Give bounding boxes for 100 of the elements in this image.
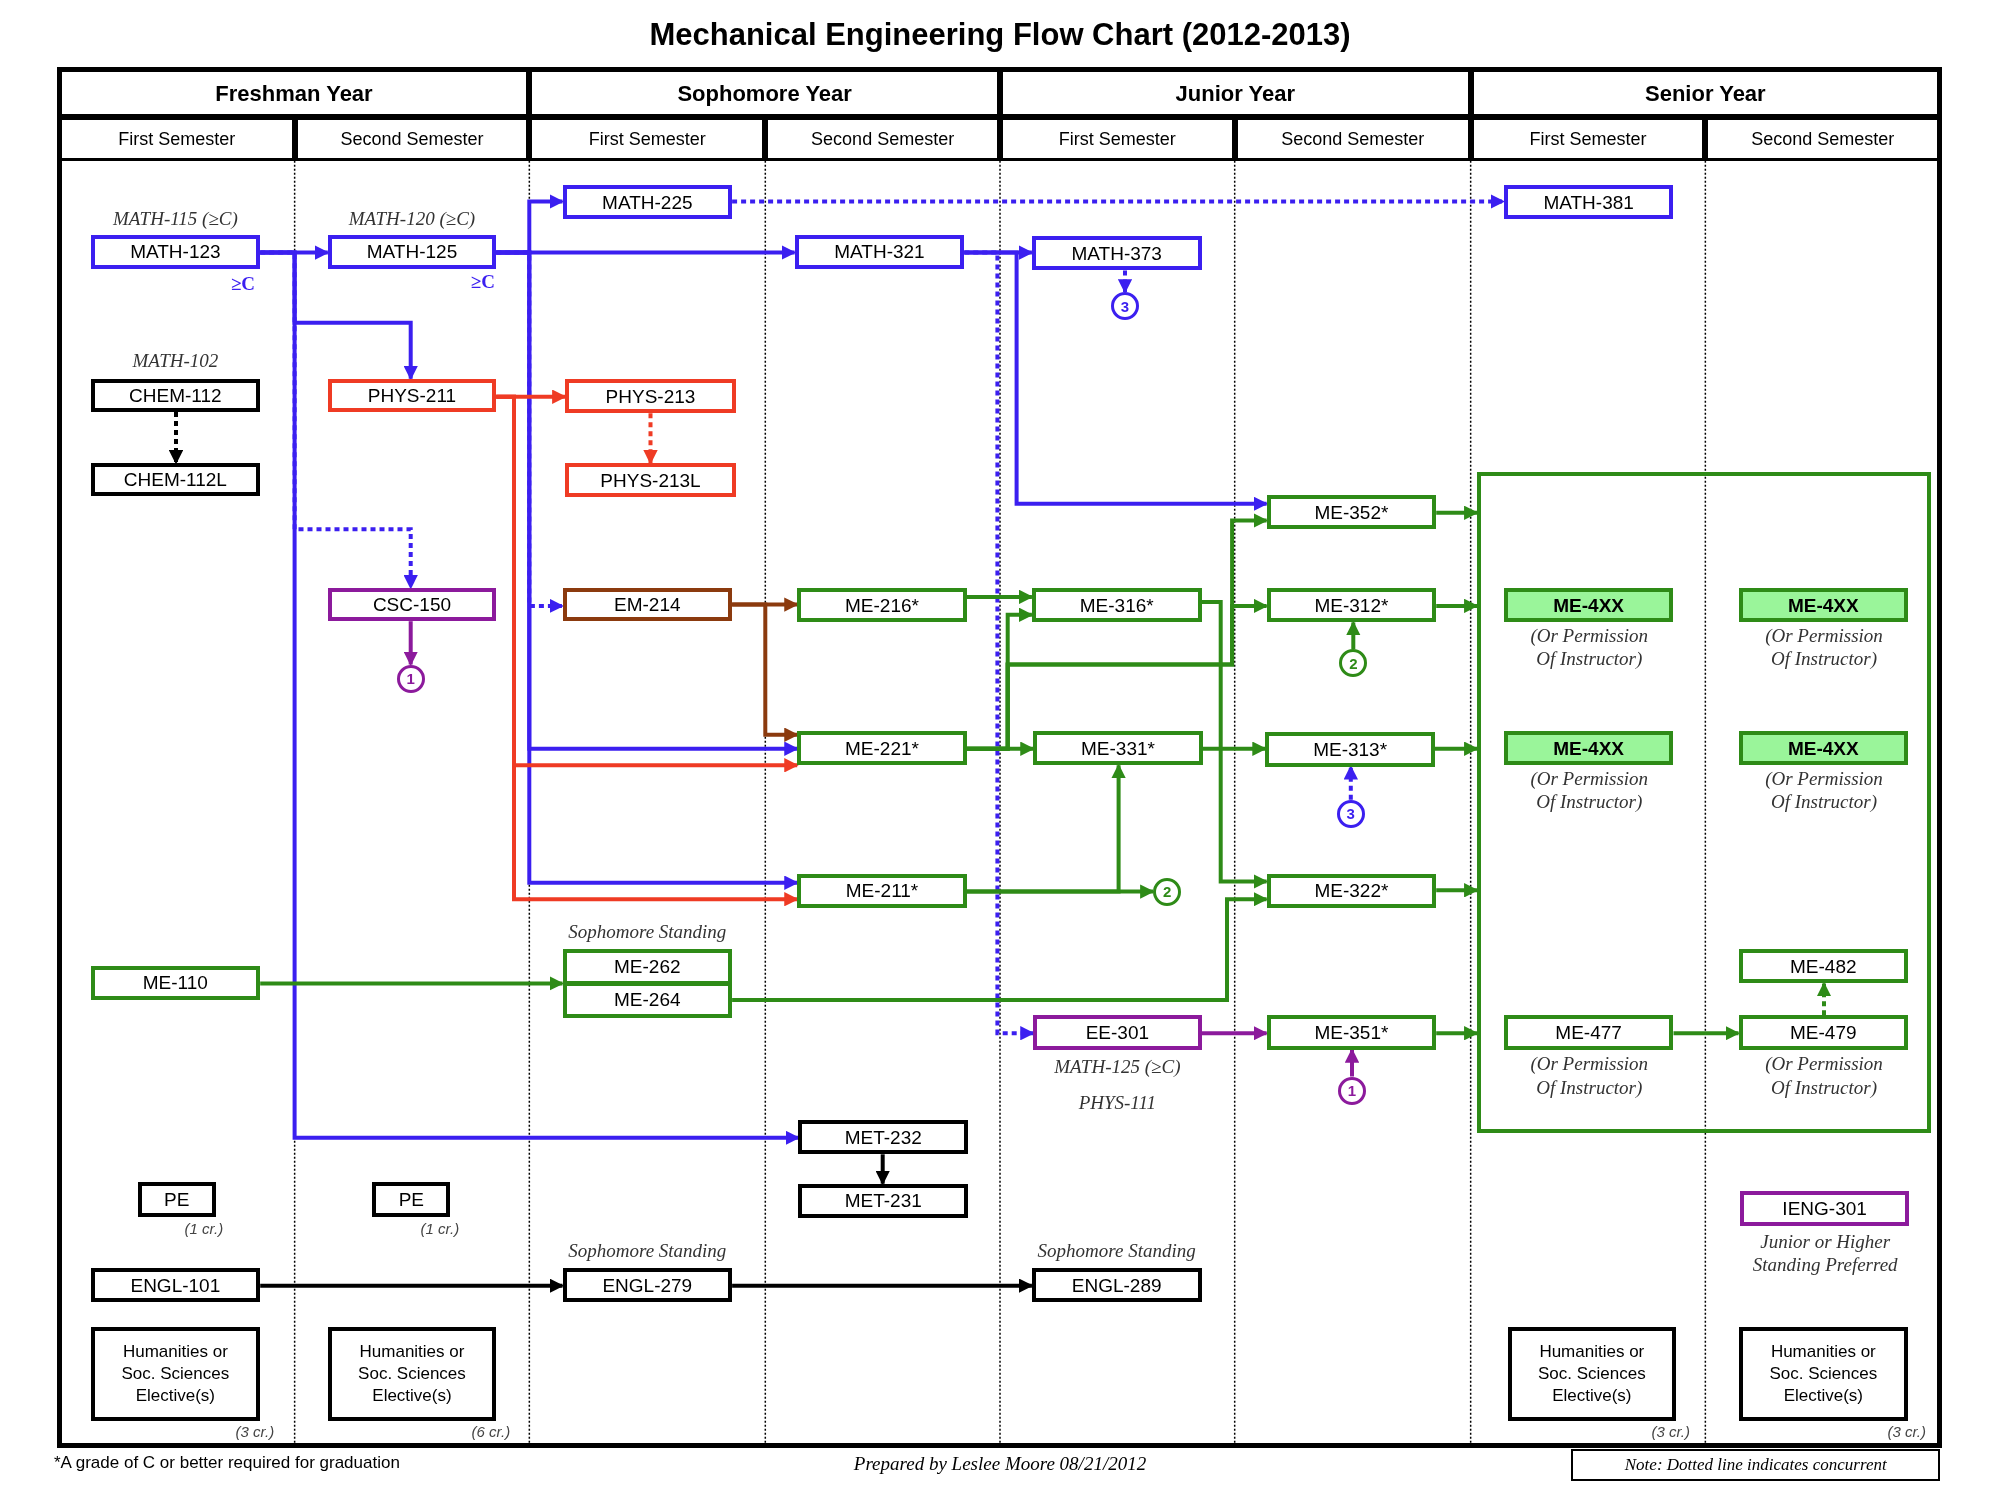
course-box: MATH-381: [1503, 184, 1674, 220]
course-box: EE-301: [1033, 1015, 1202, 1050]
course-box: ME-110: [90, 965, 261, 1000]
note-box: Note: Dotted line indicates concurrent: [1571, 1448, 1941, 1481]
course-note: Junior or Higher Standing Preferred: [1751, 1229, 1899, 1278]
course-note: Sophomore Standing: [567, 919, 728, 944]
course-box: PE: [372, 1182, 451, 1217]
elective-course-box: ME-4XX: [1503, 588, 1674, 623]
arrow: [1202, 741, 1267, 756]
elective-box: Humanities or Soc. Sciences Elective(s): [327, 1326, 497, 1421]
credit-note: (3 cr.): [234, 1421, 275, 1442]
course-box: MATH-373: [1031, 235, 1202, 271]
elective-box: Humanities or Soc. Sciences Elective(s): [1507, 1326, 1676, 1421]
course-note: PHYS-111: [1077, 1090, 1158, 1115]
arrow: [1117, 270, 1133, 294]
arrow: [964, 250, 1035, 1041]
course-note: (Or Permission Of Instructor): [1764, 766, 1884, 815]
course-box: ENGL-289: [1031, 1267, 1202, 1303]
course-note: MATH-125 (≥C): [1053, 1054, 1182, 1079]
arrow: [643, 413, 658, 465]
course-note: Sophomore Standing: [1036, 1238, 1197, 1263]
semester-header: Second Semester: [765, 117, 1000, 161]
arrow: [168, 412, 184, 465]
elective-course-box: ME-4XX: [1503, 730, 1674, 766]
arrow: [1436, 883, 1479, 898]
arrow: [260, 1278, 564, 1293]
elective-group-frame: [1477, 471, 1932, 1133]
elective-course-box: ME-4XX: [1738, 730, 1909, 766]
credit-note: (3 cr.): [1650, 1421, 1691, 1442]
course-box: MATH-123: [90, 234, 261, 270]
course-box: EM-214: [562, 588, 733, 622]
arrow: [875, 1154, 890, 1186]
course-box: ENGL-101: [90, 1267, 261, 1303]
semester-header: Second Semester: [294, 117, 530, 161]
credit-note: (1 cr.): [183, 1219, 224, 1240]
arrow: [1436, 598, 1479, 614]
course-note: (Or Permission Of Instructor): [1764, 1052, 1884, 1100]
credit-note: (6 cr.): [470, 1421, 511, 1442]
course-note: (Or Permission Of Instructor): [1529, 1052, 1650, 1100]
course-note: (Or Permission Of Instructor): [1764, 623, 1884, 672]
course-box: CSC-150: [327, 588, 497, 622]
course-box: IENG-301: [1739, 1191, 1910, 1226]
course-box: ME-221*: [797, 730, 967, 766]
course-box: ME-482: [1738, 948, 1909, 984]
course-box: MATH-321: [794, 234, 965, 270]
arrow: [1343, 765, 1358, 800]
course-box: MET-232: [798, 1119, 969, 1155]
chart-title: Mechanical Engineering Flow Chart (2012-2013): [648, 16, 1352, 54]
arrow: [1346, 620, 1361, 650]
course-box: ME-322*: [1266, 873, 1437, 909]
course-box: MATH-125: [327, 234, 497, 270]
arrow: [1436, 1026, 1479, 1041]
arrow: [403, 621, 418, 666]
course-box: ME-312*: [1266, 588, 1437, 623]
course-note: MATH-120 (≥C): [347, 206, 477, 231]
course-box: CHEM-112L: [90, 463, 261, 497]
arrow: [1816, 981, 1832, 1016]
course-box: ME-351*: [1266, 1015, 1437, 1050]
course-box: CHEM-112: [90, 378, 261, 412]
course-box: ME-211*: [797, 873, 967, 909]
arrow: [260, 250, 800, 1145]
course-box: ME-264: [562, 982, 733, 1018]
course-box: ME-216*: [797, 588, 967, 623]
arrow: [496, 394, 799, 907]
course-box: ME-352*: [1266, 494, 1437, 530]
course-note: (Or Permission Of Instructor): [1529, 623, 1650, 672]
credit-note: (1 cr.): [419, 1219, 460, 1240]
arrow: [1436, 505, 1479, 520]
course-note: (Or Permission Of Instructor): [1529, 766, 1650, 815]
course-box: ME-477: [1503, 1015, 1674, 1050]
elective-course-box: ME-4XX: [1738, 588, 1909, 623]
semester-header: First Semester: [529, 117, 766, 161]
arrow: [1344, 1048, 1360, 1077]
course-box: ENGL-279: [562, 1267, 733, 1303]
author-note: Prepared by Leslee Moore 08/21/2012: [852, 1452, 1148, 1476]
semester-header: Second Semester: [1234, 117, 1471, 161]
semester-header: First Semester: [1470, 117, 1706, 161]
course-box: PHYS-211: [327, 378, 497, 412]
arrow: [260, 976, 564, 991]
course-note: Sophomore Standing: [567, 1238, 728, 1263]
course-box: MATH-225: [562, 184, 733, 220]
course-box: ME-479: [1738, 1015, 1909, 1050]
arrow: [732, 602, 799, 742]
semester-header: First Semester: [1000, 117, 1235, 161]
course-box: MET-231: [798, 1183, 969, 1219]
course-box: PE: [137, 1182, 216, 1217]
course-box: ME-331*: [1033, 730, 1203, 766]
course-box: PHYS-213: [565, 378, 736, 414]
footnote: *A grade of C or better required for graduation: [54, 1452, 400, 1474]
arrow: [1434, 741, 1479, 756]
course-box: ME-316*: [1031, 588, 1202, 623]
course-note: MATH-102: [131, 349, 220, 374]
arrow: [1673, 1026, 1740, 1041]
course-box: ME-262: [562, 948, 733, 985]
elective-box: Humanities or Soc. Sciences Elective(s): [90, 1326, 261, 1421]
course-box: ME-313*: [1265, 732, 1435, 767]
arrow: [496, 250, 799, 890]
arrow: [966, 763, 1126, 894]
grade-requirement: ≥C: [469, 269, 495, 294]
grade-requirement: ≥C: [229, 272, 256, 297]
